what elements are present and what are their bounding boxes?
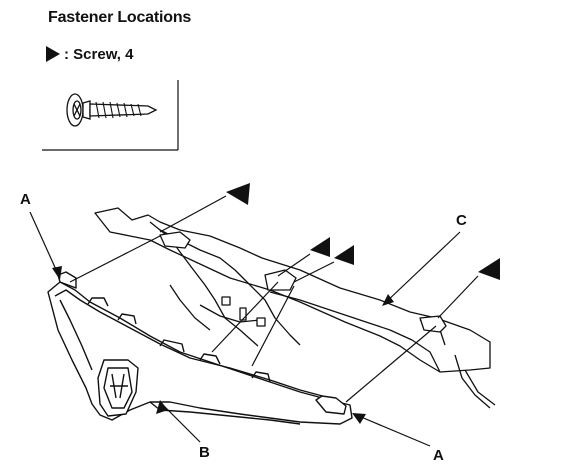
fastener-legend: : Screw, 4	[46, 44, 133, 64]
screw-inset-frame	[42, 80, 179, 151]
callout-arrowheads	[52, 266, 394, 424]
callout-a-bottom: A	[433, 447, 444, 464]
callout-a-top: A	[20, 191, 31, 208]
legend-label: : Screw, 4	[64, 45, 134, 63]
triangle-marker-icon	[46, 46, 60, 62]
screw-marker-4	[478, 258, 500, 280]
callout-b: B	[199, 444, 210, 461]
screw-marker-2	[310, 237, 330, 257]
screw-markers	[226, 183, 500, 280]
screw-illustration	[66, 93, 158, 127]
screw-marker-3	[334, 245, 354, 265]
front-grille-b	[47, 271, 353, 425]
screw-marker-1	[226, 183, 250, 205]
callout-c: C	[456, 212, 467, 229]
page-title: Fastener Locations	[48, 9, 192, 26]
